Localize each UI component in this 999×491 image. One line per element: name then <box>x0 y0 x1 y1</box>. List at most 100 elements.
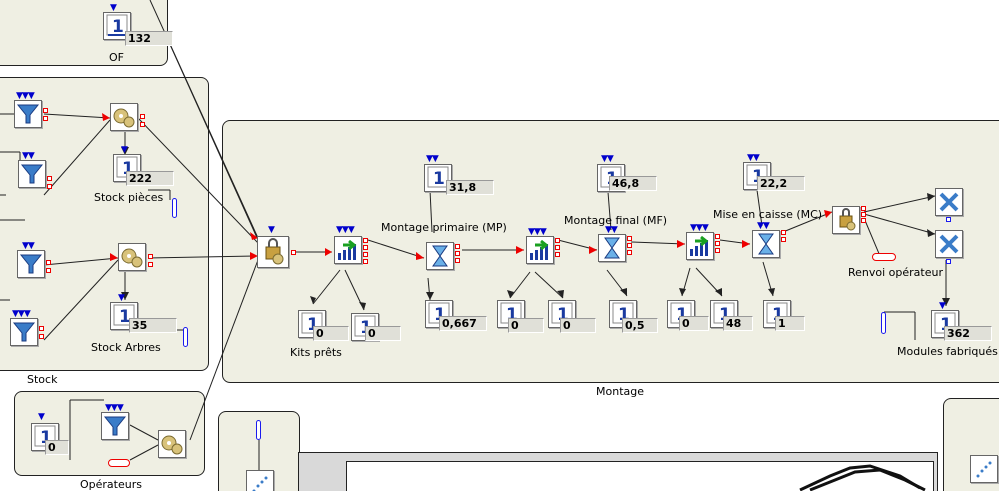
mp-after1-value: 0 <box>508 318 544 333</box>
stock-arbres-value: 35 <box>129 318 177 333</box>
filter2[interactable] <box>18 160 46 188</box>
filter2-in-ports[interactable]: ▼▼ <box>22 151 35 161</box>
modules-label: Modules fabriqués <box>897 345 998 358</box>
svg-text:1: 1 <box>112 17 124 37</box>
mc-label: Mise en caisse (MC) <box>713 208 823 221</box>
of-value: 132 <box>125 31 173 46</box>
svg-text:1: 1 <box>618 305 630 325</box>
dots-icon <box>976 461 992 478</box>
mc-top-in[interactable]: ▼▼ <box>747 153 760 163</box>
filter1-in-ports[interactable]: ▼▼▼ <box>16 91 35 101</box>
mc-server-in[interactable]: ▼▼ <box>757 221 770 231</box>
bottom-mid-connector[interactable] <box>256 420 261 440</box>
dots-icon <box>252 476 268 491</box>
x-cross-icon <box>939 192 959 212</box>
filter3[interactable] <box>17 250 45 278</box>
funnel-icon <box>19 254 43 274</box>
bars-arrow-icon <box>338 239 357 260</box>
funnel-icon <box>12 322 36 342</box>
queue-kits[interactable] <box>334 236 362 264</box>
mf-after2-value: 48 <box>723 316 753 331</box>
dispose-1[interactable] <box>935 188 963 216</box>
filter4-in-ports[interactable]: ▼▼▼ <box>12 309 31 319</box>
queue3-in[interactable]: ▼▼▼ <box>690 223 709 233</box>
bottom-mid-block[interactable] <box>246 470 274 491</box>
svg-text:1: 1 <box>557 305 569 325</box>
mf-top-value: 46,8 <box>609 176 657 191</box>
renvoi-label: Renvoi opérateur <box>848 266 943 279</box>
queue1-in[interactable]: ▼▼▼ <box>336 225 355 235</box>
mp-label: Montage primaire (MP) <box>381 221 507 234</box>
stock-pieces-label: Stock pièces <box>94 191 164 204</box>
counter-one-icon: 1 <box>427 166 449 189</box>
svg-text:1: 1 <box>434 305 446 325</box>
hourglass-icon <box>758 233 774 255</box>
filter1[interactable] <box>14 100 42 128</box>
svg-text:1: 1 <box>719 305 731 325</box>
svg-text:1: 1 <box>676 305 688 325</box>
mp-after2-value: 0 <box>560 318 596 333</box>
ops-filter-in[interactable]: ▼▼▼ <box>105 403 124 413</box>
operateurs-value: 0 <box>45 440 69 455</box>
lock-gears-icon <box>265 238 284 265</box>
svg-text:1: 1 <box>122 159 134 179</box>
hourglass-icon <box>432 245 448 267</box>
queue2-in[interactable]: ▼▼▼ <box>528 227 547 237</box>
stock-arbres-label: Stock Arbres <box>91 341 161 354</box>
dispose-2[interactable] <box>935 230 963 258</box>
modules-in[interactable]: ▼ <box>939 301 946 311</box>
assembler[interactable] <box>257 236 289 268</box>
batch-stock-pieces[interactable] <box>110 103 138 131</box>
lock-gears-icon <box>839 208 856 231</box>
mp-top-value: 31,8 <box>446 180 494 195</box>
mc-top-value: 22,2 <box>757 176 805 191</box>
stock-arbres-in[interactable]: ▼ <box>118 293 125 303</box>
ops-counter-in[interactable]: ▼ <box>38 412 45 422</box>
stock-pieces-in[interactable]: ▼ <box>121 145 128 155</box>
mf-server-in[interactable]: ▼▼ <box>605 225 618 235</box>
svg-text:1: 1 <box>772 305 784 325</box>
mc-assembler[interactable] <box>832 206 860 234</box>
renvoi-connector[interactable] <box>872 253 896 261</box>
mf-top-in[interactable]: ▼▼ <box>601 154 614 164</box>
mp-server[interactable] <box>426 242 454 270</box>
mc-server[interactable] <box>752 230 780 258</box>
plot-area <box>346 461 934 491</box>
stock-pieces-value: 222 <box>126 171 174 186</box>
mp-top-in[interactable]: ▼▼ <box>426 154 439 164</box>
mp-bottom-value: 0,667 <box>439 316 487 331</box>
x-cross-icon <box>939 234 959 254</box>
group-montage-title: Montage <box>596 385 644 398</box>
mf-bottom-value: 0,5 <box>622 318 658 333</box>
svg-text:1: 1 <box>40 428 52 448</box>
batch-stock-arbres[interactable] <box>118 243 146 271</box>
mp-top-counter[interactable]: 1 <box>424 164 452 192</box>
filter4[interactable] <box>10 318 38 346</box>
counter-one-icon: 1 <box>106 14 128 37</box>
gears-icon <box>161 435 183 455</box>
assembler-in[interactable]: ▼ <box>268 225 275 235</box>
mf-server[interactable] <box>598 234 626 262</box>
svg-text:1: 1 <box>119 307 131 327</box>
bottom-right-block[interactable] <box>970 455 998 483</box>
modules-value: 362 <box>944 326 992 341</box>
operateurs-filter[interactable] <box>101 412 129 440</box>
bars-arrow-icon <box>690 235 709 256</box>
plot-lines <box>799 464 926 491</box>
mf-label: Montage final (MF) <box>564 214 668 227</box>
funnel-icon <box>16 104 40 124</box>
kits-counter2-value: 0 <box>365 326 401 341</box>
group-stock-title: Stock <box>27 373 58 386</box>
operateurs-batch[interactable] <box>158 430 186 458</box>
filter3-in-ports[interactable]: ▼▼ <box>22 241 35 251</box>
of-in-ports[interactable]: ▼ <box>110 3 117 13</box>
queue-mp-mf[interactable] <box>526 236 554 264</box>
svg-text:1: 1 <box>506 305 518 325</box>
group-operateurs-title: Opérateurs <box>80 478 142 491</box>
queue-mf-mc[interactable] <box>686 232 714 260</box>
funnel-icon <box>103 416 127 436</box>
of-label: OF <box>109 51 124 64</box>
svg-text:1: 1 <box>307 315 319 335</box>
hourglass-icon <box>604 237 620 259</box>
